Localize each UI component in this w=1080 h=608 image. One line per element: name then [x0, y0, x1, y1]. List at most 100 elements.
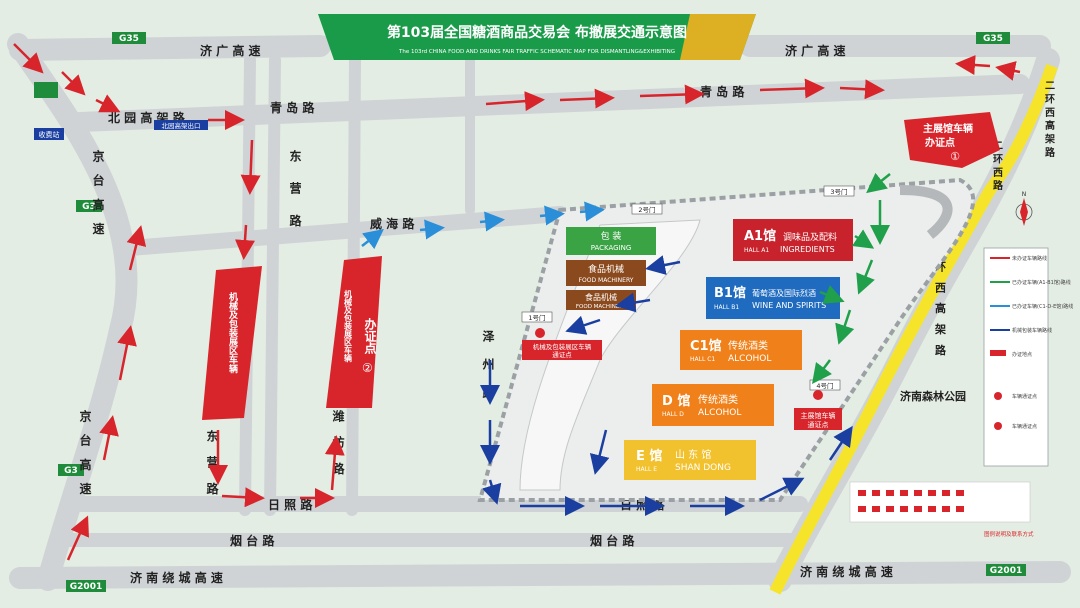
hall-a1-code: A1馆 — [744, 228, 776, 244]
hall-e-cn: 山 东 馆 — [675, 448, 711, 461]
machinery-pass-point[interactable]: 机械及包装展区车辆 通证点 — [522, 328, 602, 360]
legend-bottom-note: 图例说明及联系方式 — [984, 530, 1034, 538]
gate-2: 2号门 — [638, 205, 655, 214]
label-jingtai-top: 京 台 高 速 — [91, 149, 105, 239]
hall-packaging-cn: 包 装 — [601, 230, 622, 242]
hall-food-machinery-2[interactable]: 食品机械 FOOD MACHINERY — [566, 290, 636, 310]
badge-g3-bottom: G3 — [64, 466, 78, 476]
legend-item-1: 未办证车辆路线 — [1012, 255, 1047, 262]
main-pass-1: 主展馆车辆 — [801, 411, 836, 420]
label-forest-park: 济南森林公园 — [900, 389, 966, 403]
label-jinan-ring: 济 南 绕 城 高 速 — [130, 570, 223, 585]
road-labels: 济 广 高 速 济 广 高 速 北 园 高 架 路 青 岛 路 青 岛 路 威 … — [108, 43, 966, 585]
hall-food-machinery-1-cn: 食品机械 — [588, 263, 624, 275]
toll-label: 收费站 — [39, 130, 60, 139]
main-pass-point[interactable]: 主展馆车辆 通证点 — [794, 390, 842, 430]
label-jiguang-left: 济 广 高 速 — [200, 43, 261, 58]
facility-icons: 图例说明及联系方式 — [849, 481, 1034, 538]
machinery-cert-banner[interactable]: 机械及包装展区车辆 — [202, 266, 262, 420]
machinery-pass-1: 机械及包装展区车辆 — [533, 342, 592, 351]
cert-point-2-banner[interactable]: 机械及包装展区车辆 办证点 ② — [326, 256, 382, 408]
hall-c1-hall: HALL C1 — [690, 356, 715, 363]
label-qingdao-1: 青 岛 路 — [270, 100, 315, 115]
compass-icon: N — [1015, 191, 1033, 226]
hall-b1-code: B1馆 — [714, 285, 746, 301]
gate-1: 1号门 — [528, 313, 545, 322]
label-dongying: 东 营 路 — [288, 149, 302, 235]
hall-food-machinery-1[interactable]: 食品机械 FOOD MACHINERY — [566, 260, 646, 286]
title-sub: The 103rd CHINA FOOD AND DRINKS FAIR TRA… — [398, 49, 675, 55]
hall-c1[interactable]: C1馆 HALL C1 传统酒类 ALCOHOL — [680, 330, 802, 370]
machinery-pass-2: 通证点 — [552, 350, 572, 359]
label-weihai: 威 海 路 — [370, 216, 415, 231]
svg-text:N: N — [1022, 191, 1027, 198]
machinery-cert-vert: 机械及包装展区车辆 — [227, 291, 239, 374]
main-pass-2: 通证点 — [808, 420, 829, 429]
main-cert-label-1: 主展馆车辆 — [923, 122, 973, 135]
red-routes — [13, 43, 1021, 561]
hall-d-hall: HALL D — [662, 411, 684, 418]
title-banner: 第103届全国糖酒商品交易会 布撤展交通示意图 The 103rd CHINA … — [318, 14, 756, 60]
legend-item-2: 已办证车辆(A1-B1馆)路线 — [1012, 279, 1071, 286]
gate-4: 4号门 — [816, 381, 833, 390]
hall-a1-en: INGREDIENTS — [780, 245, 835, 254]
label-jingtai-bottom: 京 台 高 速 — [78, 409, 92, 499]
badge-g35-right: G35 — [983, 34, 1003, 44]
beiyuan-exit-label: 北园高架出口 — [162, 121, 201, 130]
label-jiguang-right: 济 广 高 速 — [785, 43, 846, 58]
legend-item-5: 办证地点 — [1012, 351, 1032, 358]
erhuan-highlight-road — [769, 64, 1058, 595]
highway-badges: G35 G35 G3 G3 G2001 G2001 — [58, 32, 1026, 592]
hall-d[interactable]: D 馆 HALL D 传统酒类 ALCOHOL — [652, 384, 774, 426]
hall-b1[interactable]: B1馆 HALL B1 葡萄酒及国际烈酒 WINE AND SPIRITS — [706, 277, 840, 319]
hall-e-code: E 馆 — [636, 448, 662, 464]
main-cert-label-2: 办证点 — [925, 136, 955, 149]
title-main: 第103届全国糖酒商品交易会 布撤展交通示意图 — [387, 24, 687, 41]
toll-station: 收费站 北园高架出口 — [34, 82, 208, 140]
legend: 未办证车辆路线 已办证车辆(A1-B1馆)路线 已办证车辆(C1-D-E馆)路线… — [983, 247, 1073, 467]
checkpoints: 主展馆车辆 办证点 ① 机械及包装展区车辆 机械及包装展区车辆 办证点 ② 机械… — [202, 112, 1000, 430]
badge-g2001-left: G2001 — [70, 582, 102, 592]
major-halls: A1馆 HALL A1 调味品及配料 INGREDIENTS B1馆 HALL … — [624, 219, 853, 480]
legend-item-3: 已办证车辆(C1-D-E馆)路线 — [1012, 303, 1073, 310]
hall-a1-cn: 调味品及配料 — [783, 231, 837, 243]
legend-item-4: 机械包装车辆路线 — [1012, 327, 1052, 334]
hall-d-code: D 馆 — [662, 393, 690, 409]
hall-e[interactable]: E 馆 HALL E 山 东 馆 SHAN DONG — [624, 440, 756, 480]
hall-packaging[interactable]: 包 装 PACKAGING — [566, 227, 656, 255]
hall-a1-hall: HALL A1 — [744, 247, 769, 254]
legend-item-6: 车辆通证点 — [1012, 393, 1037, 400]
main-cert-point[interactable]: 主展馆车辆 办证点 ① — [904, 112, 1000, 168]
hall-c1-cn: 传统酒类 — [728, 339, 768, 352]
blue-routes — [480, 255, 853, 516]
badge-g2001-right: G2001 — [990, 566, 1022, 576]
gates: 1号门 2号门 3号门 4号门 — [521, 185, 855, 391]
hall-e-hall: HALL E — [636, 466, 657, 473]
hall-packaging-en: PACKAGING — [591, 244, 632, 252]
hall-c1-en: ALCOHOL — [728, 354, 771, 364]
hall-b1-en: WINE AND SPIRITS — [752, 301, 826, 310]
hall-a1[interactable]: A1馆 HALL A1 调味品及配料 INGREDIENTS — [733, 219, 853, 261]
label-yantai-2: 烟 台 路 — [590, 533, 635, 548]
badge-g3-top: G3 — [82, 202, 96, 212]
hall-d-en: ALCOHOL — [698, 408, 741, 418]
label-qingdao-2: 青 岛 路 — [700, 84, 745, 99]
legend-item-7: 车辆通证点 — [1012, 423, 1037, 430]
hall-food-machinery-2-cn: 食品机械 — [585, 292, 617, 302]
lightblue-routes — [361, 201, 605, 250]
label-rizhao-1: 日 照 路 — [268, 497, 313, 512]
gate-3: 3号门 — [830, 187, 847, 196]
hall-c1-code: C1馆 — [690, 338, 722, 354]
label-yantai-1: 烟 台 路 — [230, 533, 275, 548]
hall-b1-cn: 葡萄酒及国际烈酒 — [752, 288, 816, 298]
hall-e-en: SHAN DONG — [675, 463, 731, 473]
label-erhuan-top: 二 环 西 高 架 路 — [1043, 80, 1056, 158]
label-jinan-ring-right: 济 南 绕 城 高 速 — [800, 564, 893, 579]
cert-point-2-num: ② — [362, 361, 373, 375]
hall-food-machinery-2-en: FOOD MACHINERY — [576, 304, 627, 310]
green-routes — [812, 172, 891, 384]
badge-g35-left: G35 — [119, 34, 139, 44]
hall-b1-hall: HALL B1 — [714, 304, 739, 311]
label-zezhou: 泽 州 路 — [481, 330, 495, 405]
